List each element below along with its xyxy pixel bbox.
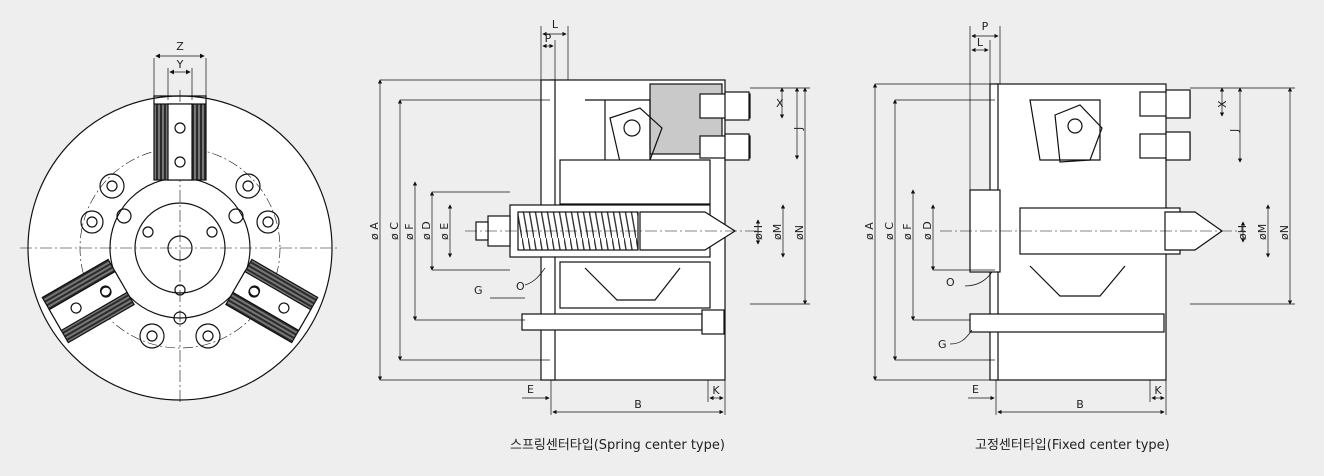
label-dia-N: øN bbox=[1278, 225, 1291, 240]
dim-Z-label: Z bbox=[176, 40, 184, 53]
label-dia-N: øN bbox=[793, 225, 806, 240]
jaw-cavity bbox=[1029, 99, 1101, 161]
label-L: L bbox=[552, 18, 559, 31]
label-dia-C: ø C bbox=[883, 222, 896, 240]
fixed-center-caption: 고정센터타입(Fixed center type) bbox=[975, 438, 1170, 453]
label-dia-M: øM bbox=[771, 224, 784, 240]
label-dia-F: ø F bbox=[403, 223, 416, 240]
lower-right-jaw bbox=[41, 258, 135, 344]
label-L: L bbox=[977, 36, 984, 49]
label-dia-H: øH bbox=[1236, 225, 1249, 240]
mounting-bolt-G bbox=[521, 313, 703, 331]
mounting-bolts bbox=[80, 173, 280, 349]
label-K: K bbox=[712, 384, 720, 397]
lower-wedge bbox=[584, 267, 681, 301]
label-dia-A: ø A bbox=[863, 222, 876, 240]
compression-spring bbox=[517, 211, 639, 251]
spring-center-section bbox=[377, 26, 810, 415]
label-dia-D: ø D bbox=[921, 221, 934, 240]
label-dia-C: ø C bbox=[388, 222, 401, 240]
label-K: K bbox=[1154, 384, 1162, 397]
label-dia-M: øM bbox=[1256, 224, 1269, 240]
label-E: E bbox=[527, 383, 534, 396]
lever-pin bbox=[623, 119, 641, 137]
label-dia-H: øH bbox=[752, 225, 765, 240]
jaw-bolt-icon bbox=[174, 122, 186, 134]
wedge-lever bbox=[609, 107, 663, 163]
label-J: J bbox=[792, 127, 805, 131]
label-O: O bbox=[516, 280, 525, 293]
label-J: J bbox=[1228, 129, 1241, 133]
label-X: X bbox=[1216, 100, 1229, 108]
label-dia-A: ø A bbox=[368, 222, 381, 240]
bolt-head-icon bbox=[724, 91, 750, 121]
bolt-head-icon bbox=[1165, 131, 1191, 161]
label-O: O bbox=[946, 276, 955, 289]
label-P: P bbox=[982, 20, 989, 33]
spring-center-caption: 스프링센터타입(Spring center type) bbox=[510, 438, 725, 453]
mounting-bolt-G bbox=[969, 313, 1165, 333]
front-view bbox=[20, 53, 340, 404]
label-G: G bbox=[938, 338, 947, 351]
lower-wedge bbox=[1029, 265, 1126, 297]
jaw-bolt-icon bbox=[174, 156, 186, 168]
label-dia-D: ø D bbox=[420, 221, 433, 240]
spring-view-labels: L P X J ø A ø C ø F ø D ø E øH øM øN O G… bbox=[368, 18, 806, 411]
label-B: B bbox=[634, 398, 642, 411]
label-G: G bbox=[474, 284, 483, 297]
label-dia-F: ø F bbox=[901, 223, 914, 240]
dimension-lines bbox=[872, 26, 1295, 415]
fixed-center-point bbox=[1164, 211, 1224, 251]
wedge-lever bbox=[1054, 104, 1103, 163]
lever-pin bbox=[1067, 118, 1083, 134]
top-jaw-center bbox=[167, 103, 193, 181]
label-P: P bbox=[545, 32, 552, 45]
bolt-head-icon bbox=[724, 133, 750, 161]
fixed-center-section bbox=[872, 26, 1295, 415]
fixed-view-labels: P L X J ø A ø C ø F ø D øH øM øN O G E B… bbox=[863, 20, 1291, 411]
dim-Y-label: Y bbox=[176, 58, 184, 71]
dimension-lines bbox=[377, 26, 810, 415]
label-X: X bbox=[776, 97, 784, 110]
label-E: E bbox=[972, 383, 979, 396]
bolt-head-icon bbox=[1165, 89, 1191, 119]
label-B: B bbox=[1076, 398, 1084, 411]
label-dia-E: ø E bbox=[438, 223, 451, 240]
